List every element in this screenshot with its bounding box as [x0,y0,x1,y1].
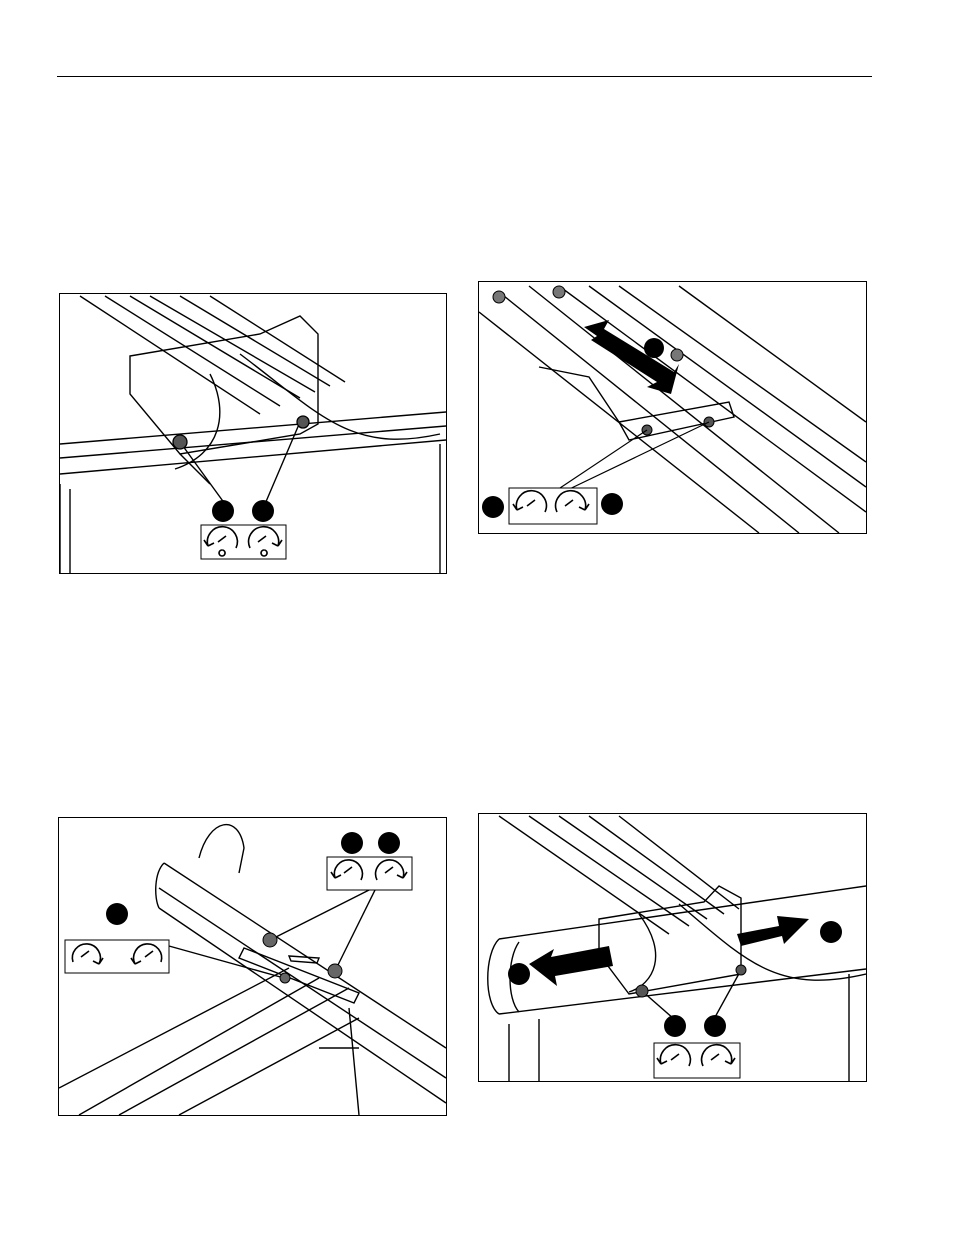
nut-top [263,933,277,947]
figure-2-drawing [479,282,866,533]
figure-4-drawing [479,814,866,1081]
nut [493,291,505,303]
callout-dot [644,338,664,358]
callout-dot [704,1015,726,1037]
nut [553,286,565,298]
bolt-right [297,416,309,428]
figure-1-drawing [60,294,446,573]
callout-dot [106,903,128,925]
nut [671,349,683,361]
callout-dot [212,500,234,522]
callout-dot [664,1015,686,1037]
callout-dot [482,496,504,518]
callout-dot [378,832,400,854]
bolt-left [636,985,648,997]
figure-3-crossbar-clamp [58,817,447,1116]
nut-lower [280,973,290,983]
figure-2-slide-clamp [478,281,867,534]
bolt-left [173,435,187,449]
callout-dot [252,500,274,522]
slide-arrow-icon [584,320,679,394]
bolt-right [736,965,746,975]
figure-3-drawing [59,818,446,1115]
callout-dot [508,963,530,985]
header-rule [57,76,872,77]
callout-dot [820,921,842,943]
arrow-right-icon [737,916,809,946]
callout-dot [601,493,623,515]
nut-bottom [328,964,342,978]
callout-dot [341,832,363,854]
figure-1-bracket-bolts [59,293,447,574]
arrow-left-icon [529,946,613,986]
figure-4-extend-arms [478,813,867,1082]
